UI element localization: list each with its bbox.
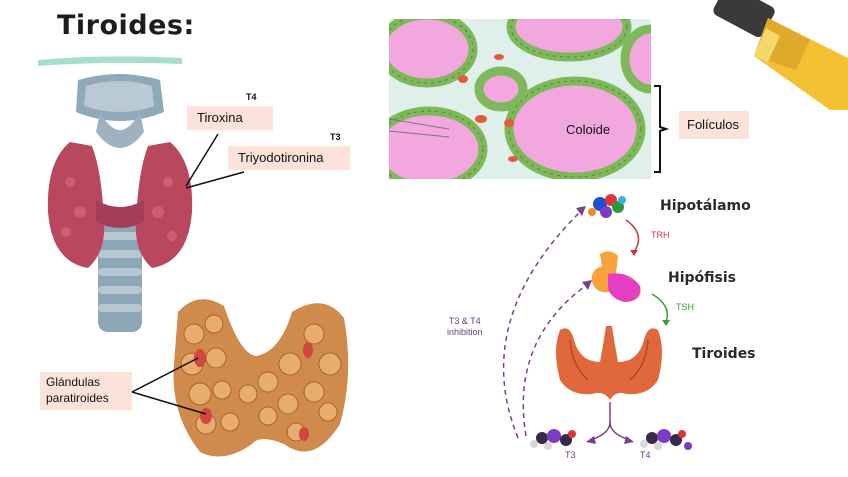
hipofisis-label: Hipófisis bbox=[668, 270, 736, 286]
follicle-micrograph bbox=[389, 19, 651, 179]
t4-output-label: T4 bbox=[640, 450, 651, 460]
coloide-label: Coloide bbox=[566, 122, 610, 137]
hpt-axis-diagram bbox=[430, 190, 790, 470]
t4-molecule-icon bbox=[640, 429, 692, 450]
hipotalamo-label: Hipotálamo bbox=[660, 198, 751, 214]
tsh-label: TSH bbox=[676, 302, 694, 312]
foliculos-bracket bbox=[652, 84, 668, 174]
inhibition-line1: T3 & T4 bbox=[447, 316, 483, 327]
hypothalamus-icon bbox=[588, 194, 626, 218]
foliculos-label: Folículos bbox=[679, 111, 749, 139]
trh-label: TRH bbox=[651, 230, 670, 240]
inhibition-label: T3 & T4 inhibition bbox=[447, 316, 483, 338]
t3-output-label: T3 bbox=[565, 450, 576, 460]
inhibition-line2: inhibition bbox=[447, 327, 483, 338]
tiroides-label: Tiroides bbox=[692, 346, 756, 362]
t3-molecule-icon bbox=[530, 429, 576, 450]
